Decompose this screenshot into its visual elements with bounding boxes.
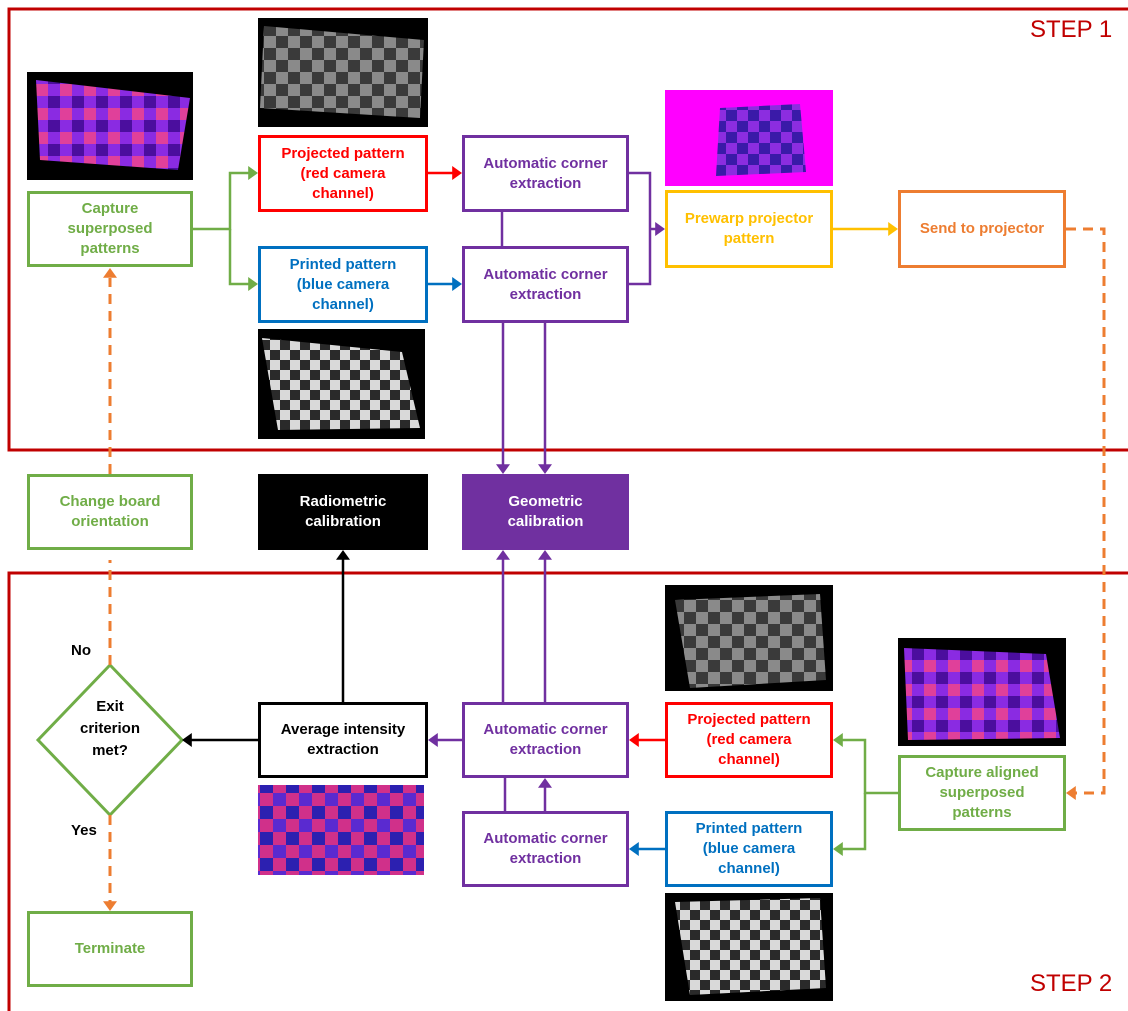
capture-aligned-label: Capture aligned superposed patterns (925, 764, 1039, 821)
arrow-change-to-capture (103, 268, 117, 278)
auto-corner-node-2a: Automatic corner extraction (462, 702, 629, 778)
prewarp-node: Prewarp projector pattern (665, 190, 833, 268)
arrow-average-to-diamond (182, 733, 192, 747)
geometric-label: Geometric calibration (507, 493, 584, 530)
radiometric-node: Radiometric calibration (258, 474, 428, 550)
auto-corner-label-2a: Automatic corner extraction (483, 721, 608, 758)
change-board-node: Change board orientation (27, 474, 193, 550)
arrow-aligned-to-printed (833, 842, 843, 856)
aligned-projected-thumbnail (675, 594, 826, 688)
arrow-corner2-to-geometric-2 (538, 550, 552, 560)
superposed-pattern-thumbnail (36, 80, 190, 170)
arrow-send-to-capture-aligned (1066, 786, 1076, 800)
prewarped-checker (716, 104, 806, 176)
edge-label-no: No (71, 642, 91, 659)
arrow-capture-to-projected (248, 166, 258, 180)
auto-corner-node-2b: Automatic corner extraction (462, 811, 629, 887)
step-1-region (7, 7, 1128, 452)
connector-aligned-to-printed (841, 793, 867, 851)
send-projector-label: Send to projector (919, 220, 1045, 237)
projected-red-node-1: Projected pattern (red camera channel) (258, 135, 428, 212)
average-intensity-label: Average intensity extraction (280, 721, 406, 758)
average-intensity-node: Average intensity extraction (258, 702, 428, 778)
arrow-yes-to-terminate (103, 901, 117, 911)
auto-corner-label-1a: Automatic corner extraction (483, 154, 608, 192)
auto-corner-label-1b: Automatic corner extraction (483, 265, 608, 303)
projected-red-label-1: Projected pattern (red camera channel) (281, 144, 405, 202)
intensity-pattern-thumbnail (258, 785, 424, 875)
printed-blue-node-2: Printed pattern (blue camera channel) (665, 811, 833, 887)
prewarp-label: Prewarp projector pattern (684, 210, 814, 247)
projected-red-label-2: Projected pattern (red camera channel) (687, 711, 811, 768)
printed-blue-node-1: Printed pattern (blue camera channel) (258, 246, 428, 323)
aligned-printed-thumbnail (675, 898, 826, 995)
exit-criterion-label: Exit criterion met? (79, 698, 140, 759)
edge-label-yes: Yes (71, 822, 97, 839)
arrow-aligned-to-projected (833, 733, 843, 747)
connector-aligned-to-projected (841, 738, 898, 795)
connector-capture-to-projected (193, 171, 250, 231)
step-2-region (7, 571, 1128, 1011)
arrow-prewarp-to-send (888, 222, 898, 236)
aligned-superposed-thumbnail (904, 648, 1060, 740)
arrow-corner2-to-geometric-1 (496, 550, 510, 560)
terminate-node: Terminate (27, 911, 193, 987)
auto-corner-label-2b: Automatic corner extraction (483, 830, 608, 867)
auto-corner-node-1b: Automatic corner extraction (462, 246, 629, 323)
printed-blue-label-2: Printed pattern (blue camera channel) (695, 820, 803, 877)
printed-pattern-thumbnail (262, 338, 420, 430)
auto-corner-node-1a: Automatic corner extraction (462, 135, 629, 212)
radiometric-label: Radiometric calibration (299, 493, 387, 530)
step-2-label: STEP 2 (1030, 970, 1113, 997)
arrow-corners-to-prewarp (655, 222, 665, 236)
terminate-label: Terminate (74, 940, 146, 957)
connector-capture-to-printed (228, 229, 250, 286)
arrow-projected2-to-corner (629, 733, 639, 747)
capture-superposed-label: Capture superposed patterns (67, 200, 153, 257)
arrow-corner-link-3 (538, 778, 552, 788)
connector-corners-merge (629, 171, 652, 286)
change-board-label: Change board orientation (59, 493, 161, 530)
step-1-label: STEP 1 (1030, 16, 1113, 43)
capture-aligned-node: Capture aligned superposed patterns (898, 755, 1066, 831)
arrow-printed-to-corner (452, 277, 462, 291)
arrow-projected-to-corner (452, 166, 462, 180)
arrow-average-to-radiometric (336, 550, 350, 560)
printed-blue-label-1: Printed pattern (blue camera channel) (289, 255, 397, 313)
send-projector-node: Send to projector (898, 190, 1066, 268)
arrow-corner-to-geometric-1 (496, 464, 510, 474)
arrow-capture-to-printed (248, 277, 258, 291)
projected-pattern-thumbnail (260, 26, 424, 118)
capture-superposed-node: Capture superposed patterns (27, 191, 193, 267)
projected-red-node-2: Projected pattern (red camera channel) (665, 702, 833, 778)
geometric-node: Geometric calibration (462, 474, 629, 550)
arrow-corner-to-geometric-2 (538, 464, 552, 474)
arrow-printed2-to-corner (629, 842, 639, 856)
connector-send-to-capture-aligned (1066, 227, 1106, 795)
arrow-corner-to-average (428, 733, 438, 747)
